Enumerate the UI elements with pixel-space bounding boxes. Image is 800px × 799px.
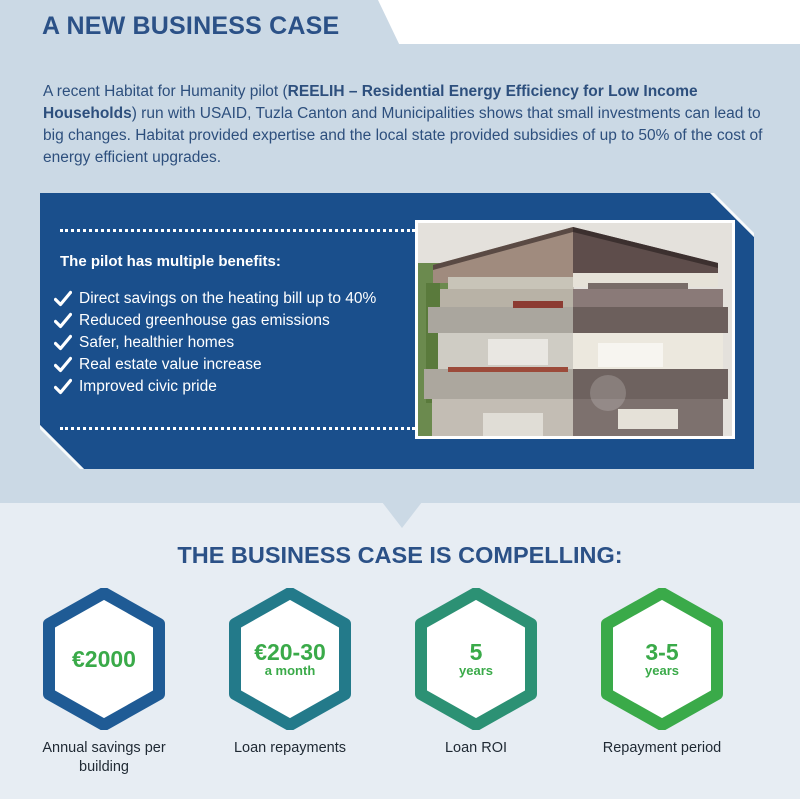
metric-value-wrap: €20-30 a month (228, 588, 352, 730)
metric-value-wrap: €2000 (42, 588, 166, 730)
metric-value: €2000 (72, 646, 136, 672)
intro-text-end: ) run with USAID, Tuzla Canton and Munic… (43, 105, 763, 166)
metric-caption: Annual savings per building (42, 740, 166, 775)
dotted-divider-bottom (60, 427, 415, 430)
check-icon (54, 312, 72, 329)
building-photo-frame (415, 220, 735, 439)
hexagon-icon (229, 588, 351, 730)
check-icon (54, 356, 72, 373)
check-icon (54, 334, 72, 351)
page-title: A NEW BUSINESS CASE (42, 12, 340, 40)
list-item: Direct savings on the heating bill up to… (54, 288, 376, 310)
list-item: Safer, healthier homes (54, 332, 376, 354)
folded-corner-icon (40, 425, 84, 469)
metric-unit: a month (264, 663, 316, 678)
metric-value: 3-5 (645, 639, 679, 665)
check-icon (54, 378, 72, 395)
hexagon-icon (415, 588, 537, 730)
title-tab-background (378, 0, 800, 44)
building-photo (418, 223, 732, 436)
business-case-title: THE BUSINESS CASE IS COMPELLING: (177, 542, 623, 568)
check-icon (54, 290, 72, 307)
metric-value-wrap: 3-5 years (600, 588, 724, 730)
benefits-panel: The pilot has multiple benefits: Direct … (40, 193, 754, 469)
metric-loan-roi: 5 years Loan ROI (390, 588, 560, 788)
benefits-list: Direct savings on the heating bill up to… (54, 288, 376, 398)
intro-program-name: REELIH – Residential Energy Efficiency f… (43, 83, 698, 122)
metric-value-wrap: 5 years (414, 588, 538, 730)
list-item: Reduced greenhouse gas emissions (54, 310, 376, 332)
intro-section: A NEW BUSINESS CASE A recent Habitat for… (0, 0, 800, 503)
metric-caption: Loan ROI (444, 740, 508, 756)
metric-unit: years (459, 663, 493, 678)
metric-value: €20-30 (254, 639, 326, 665)
metric-loan-repayments: €20-30 a month Loan repayments (204, 588, 374, 788)
benefit-text: Safer, healthier homes (79, 334, 235, 351)
benefit-text: Direct savings on the heating bill up to… (79, 290, 377, 307)
benefit-text: Reduced greenhouse gas emissions (79, 312, 330, 329)
metric-repayment-period: 3-5 years Repayment period (576, 588, 746, 788)
benefits-heading: The pilot has multiple benefits: (60, 253, 281, 270)
metric-caption: Repayment period (602, 740, 722, 756)
metric-unit: years (645, 663, 679, 678)
intro-paragraph: A recent Habitat for Humanity pilot (REE… (43, 81, 763, 169)
list-item: Real estate value increase (54, 354, 376, 376)
hexagon-icon (43, 588, 165, 730)
intro-text-start: A recent Habitat for Humanity pilot ( (43, 83, 288, 100)
metric-annual-savings: €2000 Annual savings per building (18, 588, 188, 788)
metric-value: 5 (469, 639, 483, 665)
section-pointer (382, 502, 422, 528)
hexagon-icon (601, 588, 723, 730)
benefit-text: Real estate value increase (79, 356, 262, 373)
metric-caption: Loan repayments (233, 740, 347, 756)
dotted-divider-top (60, 229, 415, 232)
list-item: Improved civic pride (54, 376, 376, 398)
benefit-text: Improved civic pride (79, 378, 217, 395)
